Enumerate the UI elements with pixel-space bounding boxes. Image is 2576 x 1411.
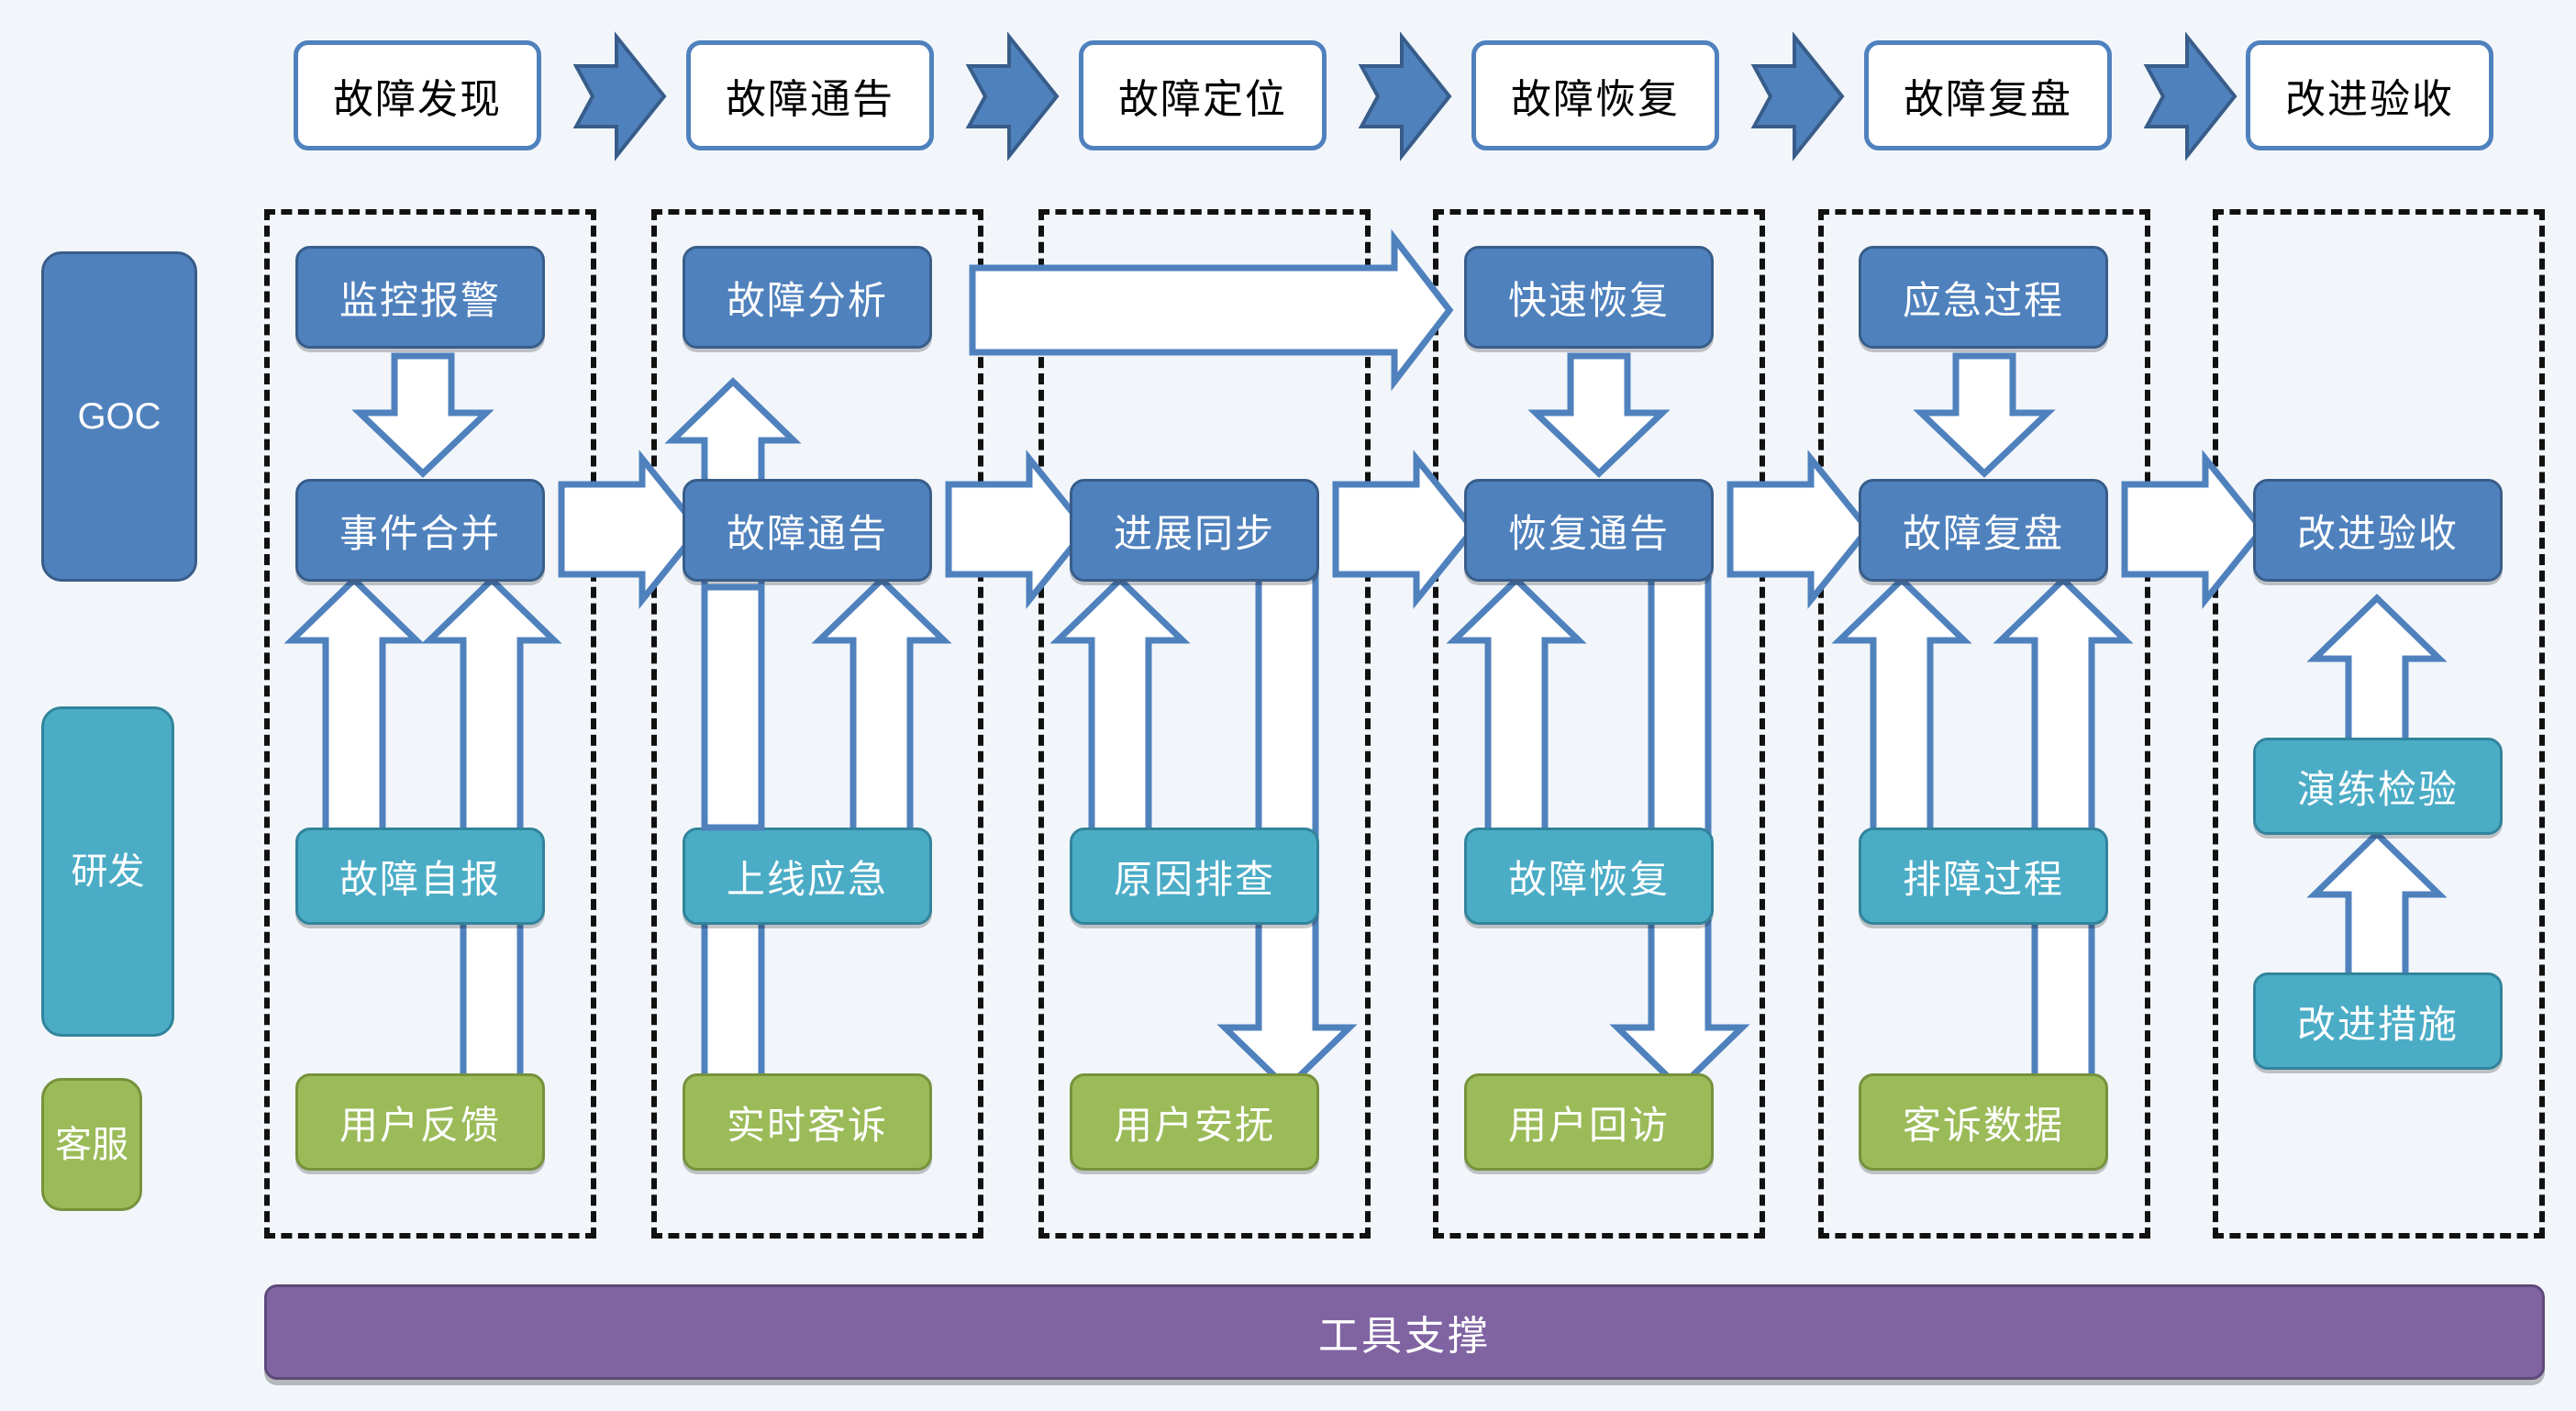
node-c5-top[interactable]: 应急过程 (1859, 246, 2108, 349)
arrow-up-c6-top (2306, 594, 2448, 747)
lane-label-cs: 客服 (41, 1078, 142, 1211)
node-c5-rd[interactable]: 排障过程 (1859, 828, 2108, 925)
node-c3-cs[interactable]: 用户安抚 (1070, 1073, 1319, 1171)
chevron-right-arrow-icon-4 (1750, 31, 1845, 161)
node-c3-rd[interactable]: 原因排查 (1070, 828, 1319, 925)
arrow-up-c3-left (1049, 575, 1191, 846)
node-c2-main[interactable]: 故障通告 (683, 479, 932, 582)
arrow-down-c5 (1913, 352, 2056, 478)
stage-frame-2 (651, 209, 983, 1239)
phase-box-1[interactable]: 故障发现 (294, 40, 541, 150)
arrow-right-c3-c4 (1332, 450, 1478, 609)
arrow-right-c4-c5 (1727, 450, 1872, 609)
node-c1-rd[interactable]: 故障自报 (295, 828, 545, 925)
stage-frame-5 (1818, 209, 2150, 1239)
arrow-right-c2-c3 (945, 450, 1091, 609)
chevron-right-arrow-icon-3 (1358, 31, 1452, 161)
chevron-right-arrow-icon-2 (965, 31, 1060, 161)
phase-box-6[interactable]: 改进验收 (2246, 40, 2493, 150)
arrow-up-c5-left (1831, 575, 1972, 846)
stage-frame-4 (1433, 209, 1765, 1239)
node-c3-main[interactable]: 进展同步 (1070, 479, 1319, 582)
arrow-right-c1-c2 (558, 450, 704, 609)
phase-box-4[interactable]: 故障恢复 (1471, 40, 1719, 150)
node-c1-top[interactable]: 监控报警 (295, 246, 545, 349)
phase-box-5[interactable]: 故障复盘 (1864, 40, 2112, 150)
arrow-up-c2-left (701, 510, 765, 1082)
arrow-down-c1 (351, 352, 494, 478)
lane-label-goc: GOC (41, 251, 197, 582)
phase-box-2[interactable]: 故障通告 (686, 40, 934, 150)
node-c2-cs[interactable]: 实时客诉 (683, 1073, 932, 1171)
node-c6-main[interactable]: 改进验收 (2253, 479, 2503, 582)
phase-box-3[interactable]: 故障定位 (1079, 40, 1327, 150)
node-c4-main[interactable]: 恢复通告 (1464, 479, 1714, 582)
chevron-right-arrow-icon-5 (2143, 31, 2237, 161)
lane-label-rd: 研发 (41, 706, 174, 1037)
arrow-right-c5-c6 (2121, 450, 2267, 609)
node-c2-top[interactable]: 故障分析 (683, 246, 932, 349)
arrow-up-c4-left (1446, 575, 1587, 846)
tool-support-bar[interactable]: 工具支撑 (264, 1284, 2545, 1380)
arrow-down-c4-right (1609, 536, 1750, 1093)
arrow-up-c1-left (283, 575, 425, 846)
node-c4-cs[interactable]: 用户回访 (1464, 1073, 1714, 1171)
node-c6-rd[interactable]: 演练检验 (2253, 738, 2503, 835)
stage-frame-6 (2213, 209, 2545, 1239)
node-c4-rd[interactable]: 故障恢复 (1464, 828, 1714, 925)
node-c4-top[interactable]: 快速恢复 (1464, 246, 1714, 349)
node-c5-main[interactable]: 故障复盘 (1859, 479, 2108, 582)
node-c1-cs[interactable]: 用户反馈 (295, 1073, 545, 1171)
arrow-down-c3-right (1216, 536, 1358, 1093)
node-c1-main[interactable]: 事件合并 (295, 479, 545, 582)
arrow-up-c2-right (811, 575, 952, 846)
arrow-up-c6-bottom (2306, 829, 2448, 981)
node-c6-cs[interactable]: 改进措施 (2253, 972, 2503, 1070)
node-c5-cs[interactable]: 客诉数据 (1859, 1073, 2108, 1171)
node-c2-rd[interactable]: 上线应急 (683, 828, 932, 925)
arrow-long-analysis-to-recovery (969, 228, 1454, 392)
stage-frame-3 (1038, 209, 1371, 1239)
arrow-down-c4 (1527, 352, 1671, 478)
chevron-right-arrow-icon-1 (572, 31, 667, 161)
stage-frame-1 (264, 209, 596, 1239)
